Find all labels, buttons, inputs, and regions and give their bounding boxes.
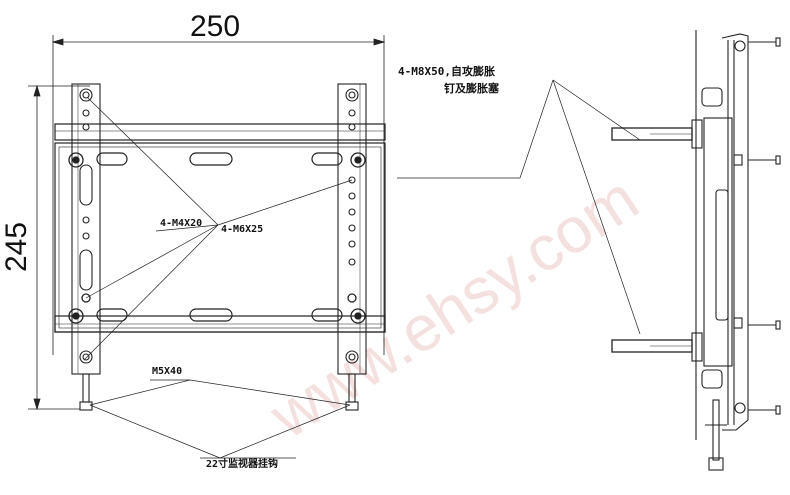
watermark: www.ehsy.com [257, 162, 651, 453]
front-leader-lines [83, 97, 353, 459]
anchor-callout-line2: 钉及膨胀塞 [444, 82, 499, 95]
m5-screw-callout: M5X40 [152, 366, 183, 377]
wall-plate [54, 123, 386, 333]
anchor-callout-line1: 4-M8X50,自攻膨胀 [398, 65, 495, 78]
corner-screws [68, 152, 366, 324]
height-dimension-line [28, 84, 90, 411]
hook-callout: 22寸监视器挂钩 [206, 459, 279, 470]
right-mounting-arm [337, 83, 367, 411]
anchor-leader-lines [397, 79, 641, 335]
width-dimension-label: 250 [190, 10, 241, 43]
m6-screw-callout: 4-M6X25 [221, 224, 264, 235]
width-dimension-line [51, 35, 386, 355]
front-view [28, 35, 386, 459]
m4-screw-callout: 4-M4X20 [160, 218, 203, 229]
left-mounting-arm [71, 83, 101, 411]
height-dimension-label: 245 [0, 221, 34, 273]
side-view [611, 30, 781, 471]
